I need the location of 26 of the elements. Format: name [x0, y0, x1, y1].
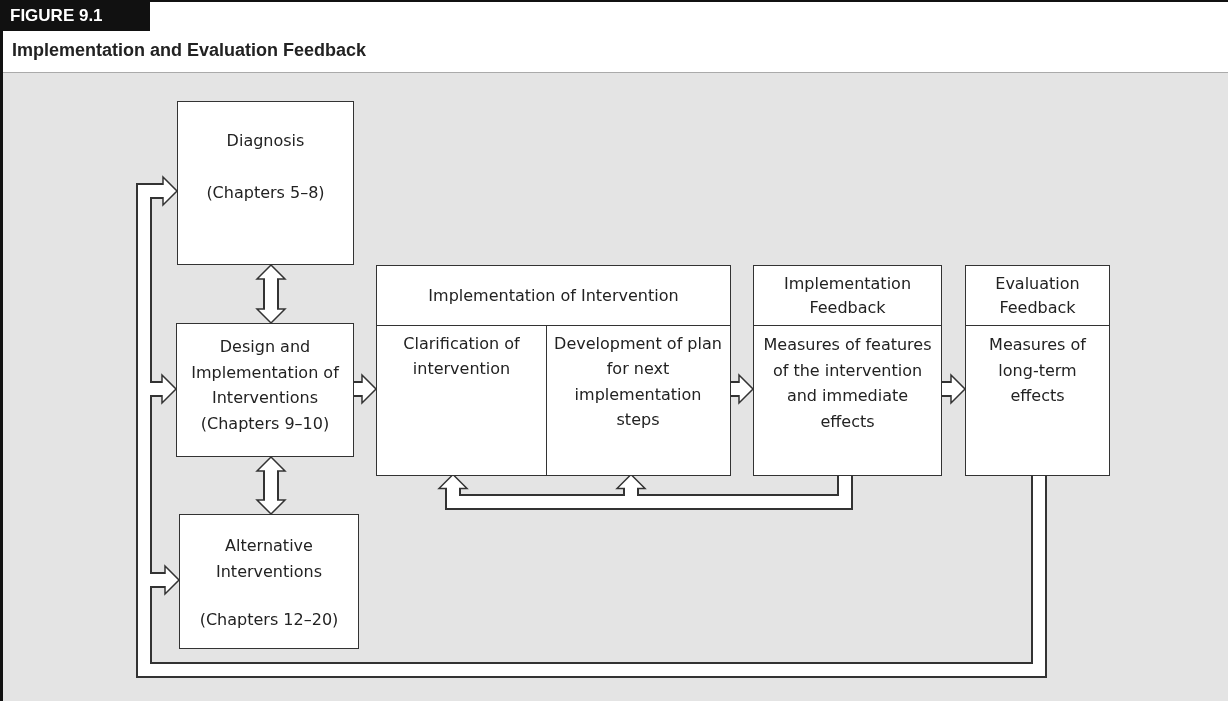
box-heading: Implementation Feedback — [754, 266, 941, 326]
process-box — [177, 101, 354, 265]
box-heading: Evaluation Feedback — [966, 266, 1109, 326]
box-text: (Chapters 12–20) — [198, 609, 340, 632]
box-text: (Chapters 5–8) — [205, 181, 326, 204]
block-arrow — [942, 374, 966, 404]
block-arrow — [354, 374, 377, 404]
block-arrow — [256, 456, 286, 515]
box-heading: Implementation of Intervention — [377, 266, 730, 326]
box-text: Clarification of intervention — [402, 332, 521, 381]
process-box — [376, 265, 731, 476]
process-box — [176, 323, 354, 457]
box-text: Measures of features of the intervention and immediate effects — [762, 334, 933, 433]
box-text: Alternative Interventions — [215, 535, 323, 583]
process-box — [965, 265, 1110, 476]
box-text: Design and Implementation of Interventions — [190, 336, 341, 410]
figure-title: Implementation and Evaluation Feedback — [12, 40, 367, 61]
box-text: Measures of long-term effects — [988, 334, 1088, 408]
box-text: Diagnosis — [225, 130, 306, 152]
block-arrow — [256, 264, 286, 324]
process-box — [753, 265, 942, 476]
process-box — [179, 514, 359, 649]
box-text: (Chapters 9–10) — [199, 412, 331, 435]
box-text: Development of plan for next implementation steps — [553, 332, 723, 432]
figure-number: FIGURE 9.1 — [0, 0, 150, 31]
block-arrow — [731, 374, 754, 404]
